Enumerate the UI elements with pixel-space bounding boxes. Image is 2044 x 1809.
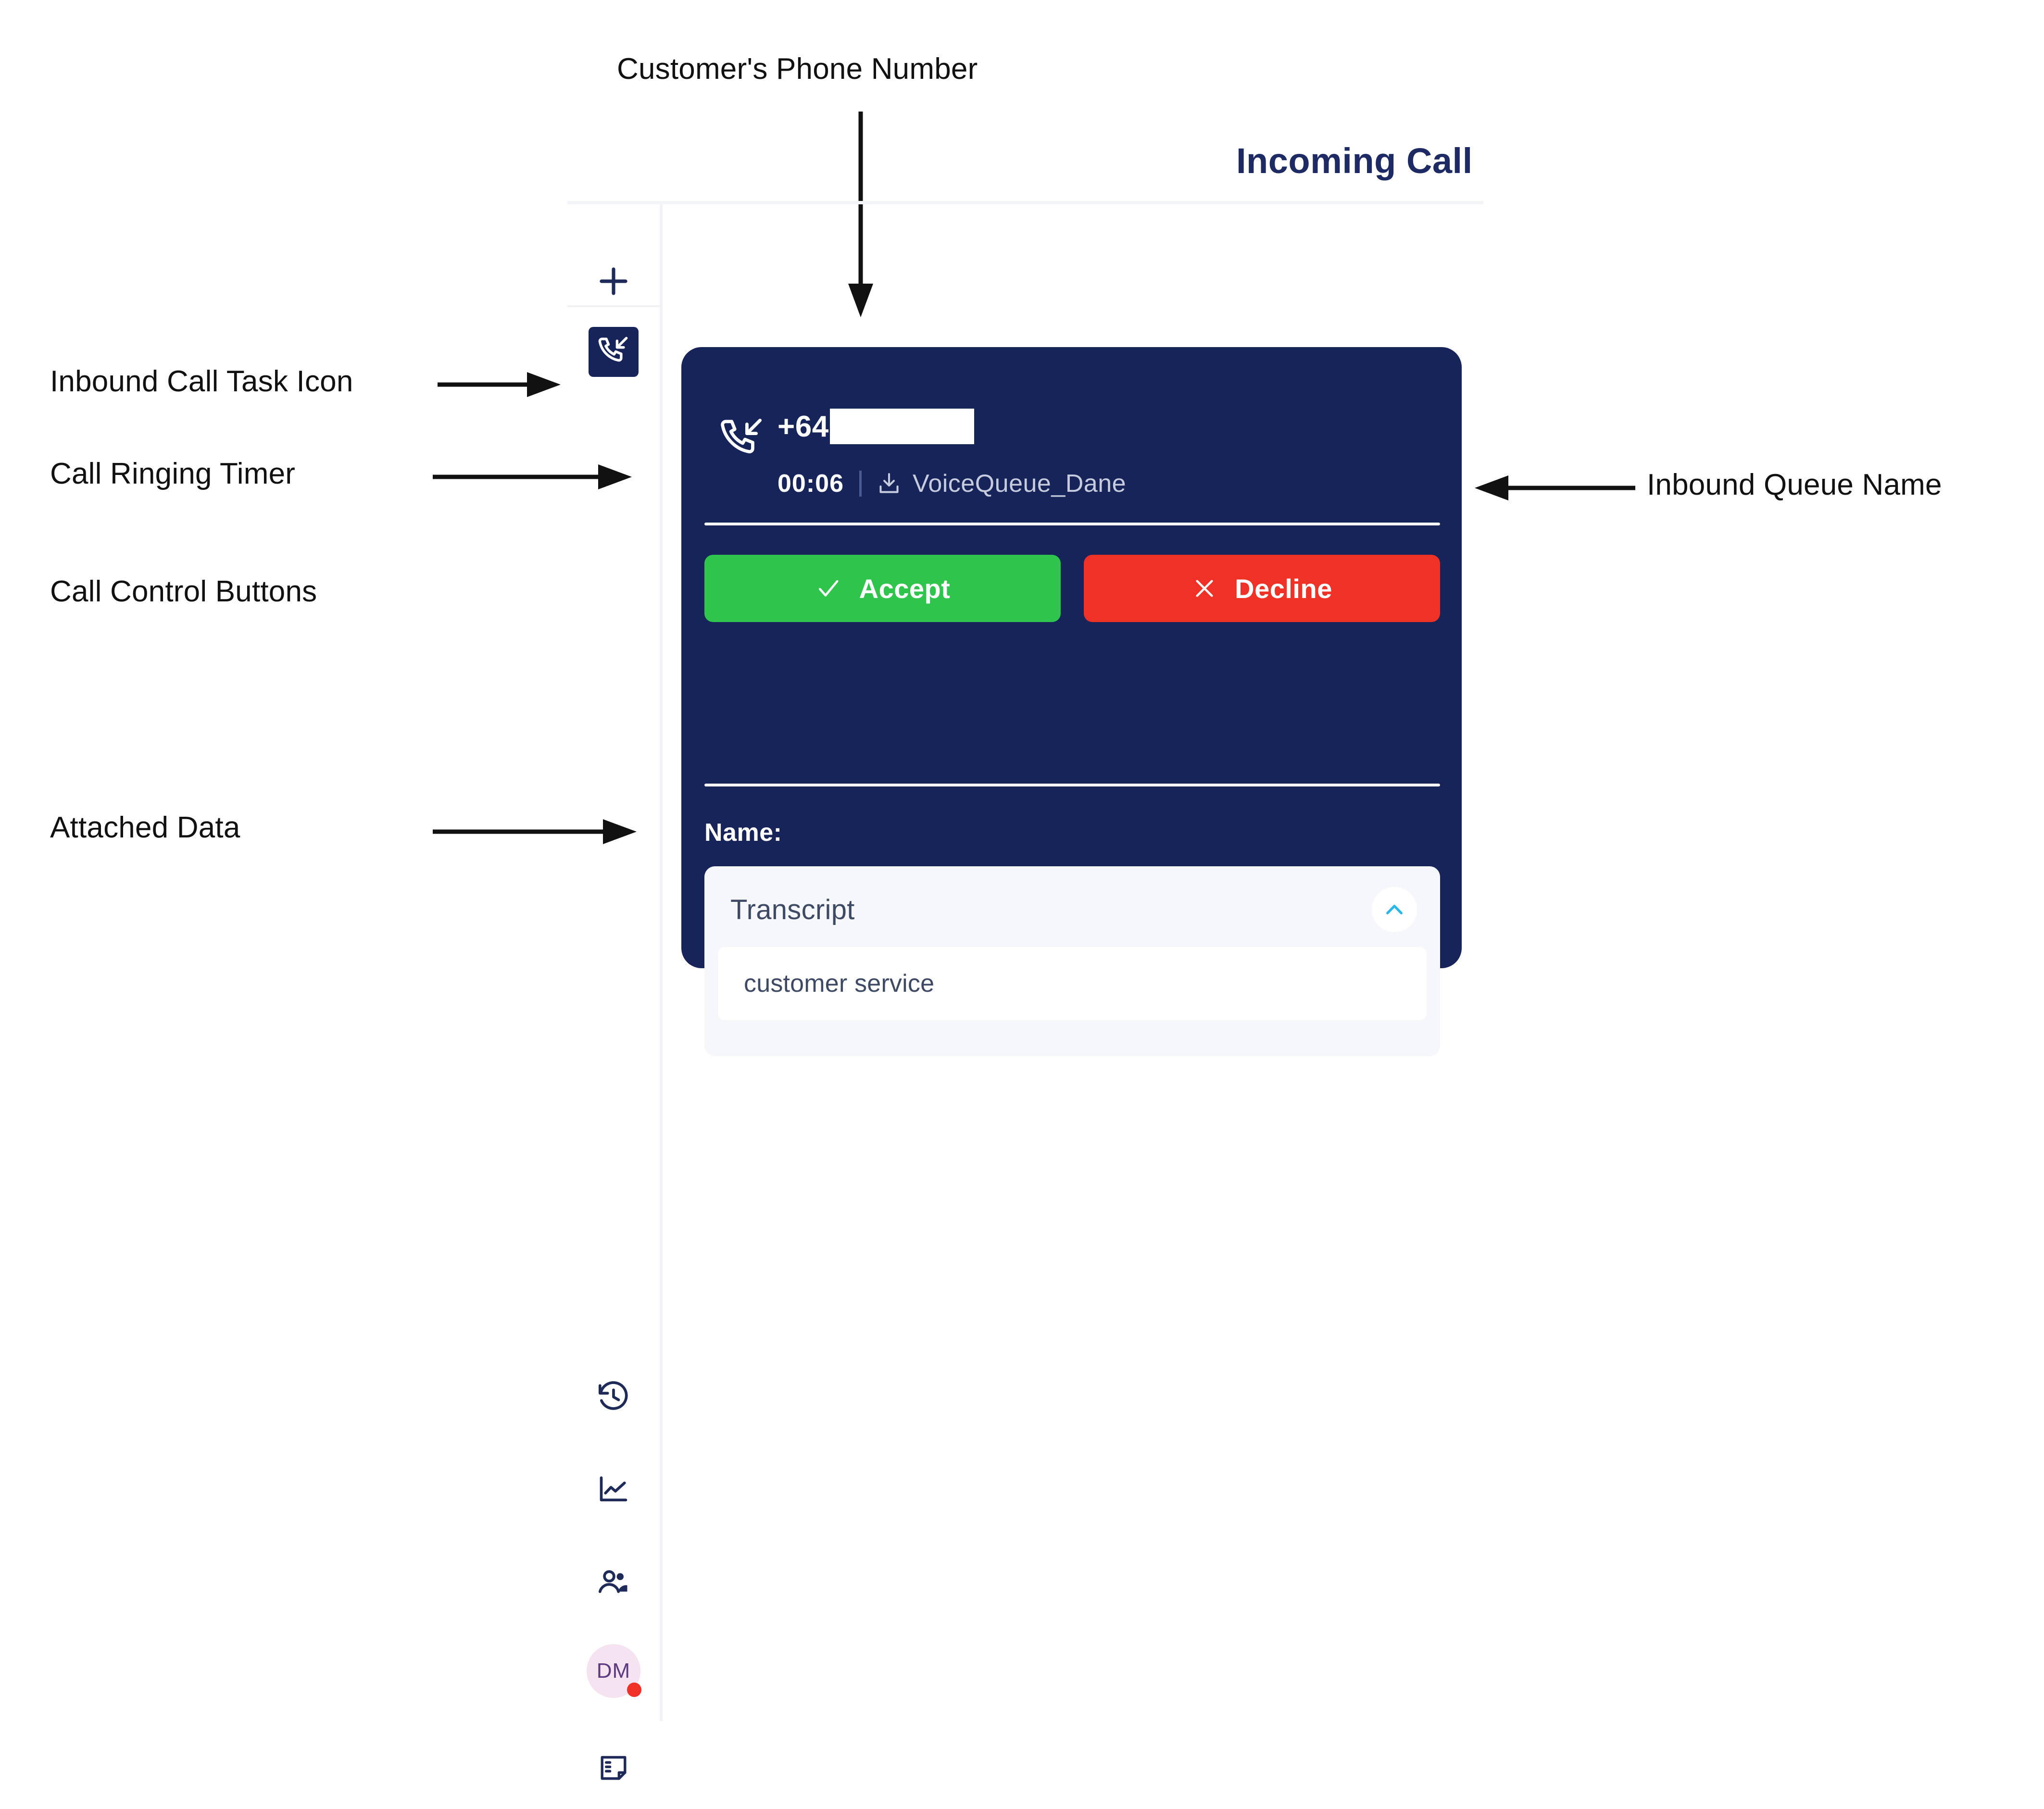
annotation-label-attached-data: Attached Data	[50, 811, 240, 844]
transcript-value: customer service	[744, 970, 935, 998]
page-title: Incoming Call	[1236, 141, 1473, 181]
sidebar: DM	[567, 204, 660, 1780]
inbound-call-icon	[597, 335, 630, 370]
decline-button[interactable]: Decline	[1084, 555, 1440, 622]
inbound-queue-name: VoiceQueue_Dane	[913, 470, 1127, 498]
annotation-label-customers-phone-number: Customer's Phone Number	[617, 52, 978, 86]
download-inbox-icon	[876, 471, 902, 497]
meta-separator	[859, 471, 862, 497]
transcript-header[interactable]: Transcript	[704, 866, 1440, 953]
call-control-buttons: Accept Decline	[704, 555, 1440, 622]
line-chart-icon	[596, 1472, 631, 1507]
sidebar-item-history[interactable]	[589, 1372, 638, 1421]
avatar-status-dot	[627, 1683, 641, 1697]
annotation-arrow-left-to-queue-name	[1474, 474, 1637, 502]
check-icon	[815, 575, 842, 602]
annotation-label-inbound-call-task-icon: Inbound Call Task Icon	[50, 365, 353, 398]
sidebar-divider	[660, 204, 663, 1721]
sidebar-item-notes[interactable]	[589, 1744, 638, 1792]
sidebar-item-inbound-call-task[interactable]	[589, 327, 639, 377]
attached-data-name-label: Name:	[704, 819, 782, 847]
inbound-call-icon	[719, 415, 765, 462]
decline-button-label: Decline	[1235, 573, 1332, 604]
accept-button-label: Accept	[859, 573, 951, 604]
sidebar-item-contacts[interactable]	[589, 1558, 638, 1606]
transcript-value-box: customer service	[718, 947, 1427, 1020]
annotation-arrow-down-to-phone-number	[846, 112, 875, 318]
sidebar-item-analytics[interactable]	[589, 1465, 638, 1513]
customer-phone-number: +64	[777, 409, 974, 444]
contacts-people-icon	[596, 1565, 631, 1599]
phone-number-redaction	[829, 409, 974, 444]
avatar[interactable]: DM	[587, 1644, 641, 1698]
avatar-initials: DM	[596, 1659, 631, 1683]
annotation-arrow-right-to-task-icon	[438, 370, 563, 399]
card-divider-bottom	[704, 784, 1440, 786]
accept-button[interactable]: Accept	[704, 555, 1061, 622]
incoming-call-card: +64 00:06 VoiceQueue_Dane	[681, 347, 1462, 1056]
sidebar-inner-divider	[567, 305, 660, 307]
call-card-header: +64 00:06 VoiceQueue_Dane	[681, 347, 1462, 513]
history-clock-icon	[596, 1379, 631, 1414]
annotation-label-call-control-buttons: Call Control Buttons	[50, 575, 317, 608]
card-divider-top	[704, 523, 1440, 525]
chevron-up-icon[interactable]	[1372, 887, 1417, 932]
annotation-arrow-right-to-attached-data	[433, 817, 640, 846]
call-ringing-timer: 00:06	[777, 470, 844, 498]
app-top-border	[567, 201, 1483, 204]
x-icon	[1191, 575, 1217, 601]
transcript-panel: Transcript customer service	[704, 866, 1440, 1056]
transcript-title: Transcript	[730, 894, 855, 925]
call-meta-row: 00:06 VoiceQueue_Dane	[777, 469, 1126, 498]
annotation-label-call-ringing-timer: Call Ringing Timer	[50, 457, 296, 490]
annotation-label-inbound-queue-name: Inbound Queue Name	[1647, 468, 1942, 501]
phone-number-prefix: +64	[777, 410, 829, 443]
annotation-arrow-right-to-timer	[433, 462, 635, 491]
notes-icon	[597, 1751, 630, 1784]
plus-icon[interactable]	[589, 257, 638, 305]
